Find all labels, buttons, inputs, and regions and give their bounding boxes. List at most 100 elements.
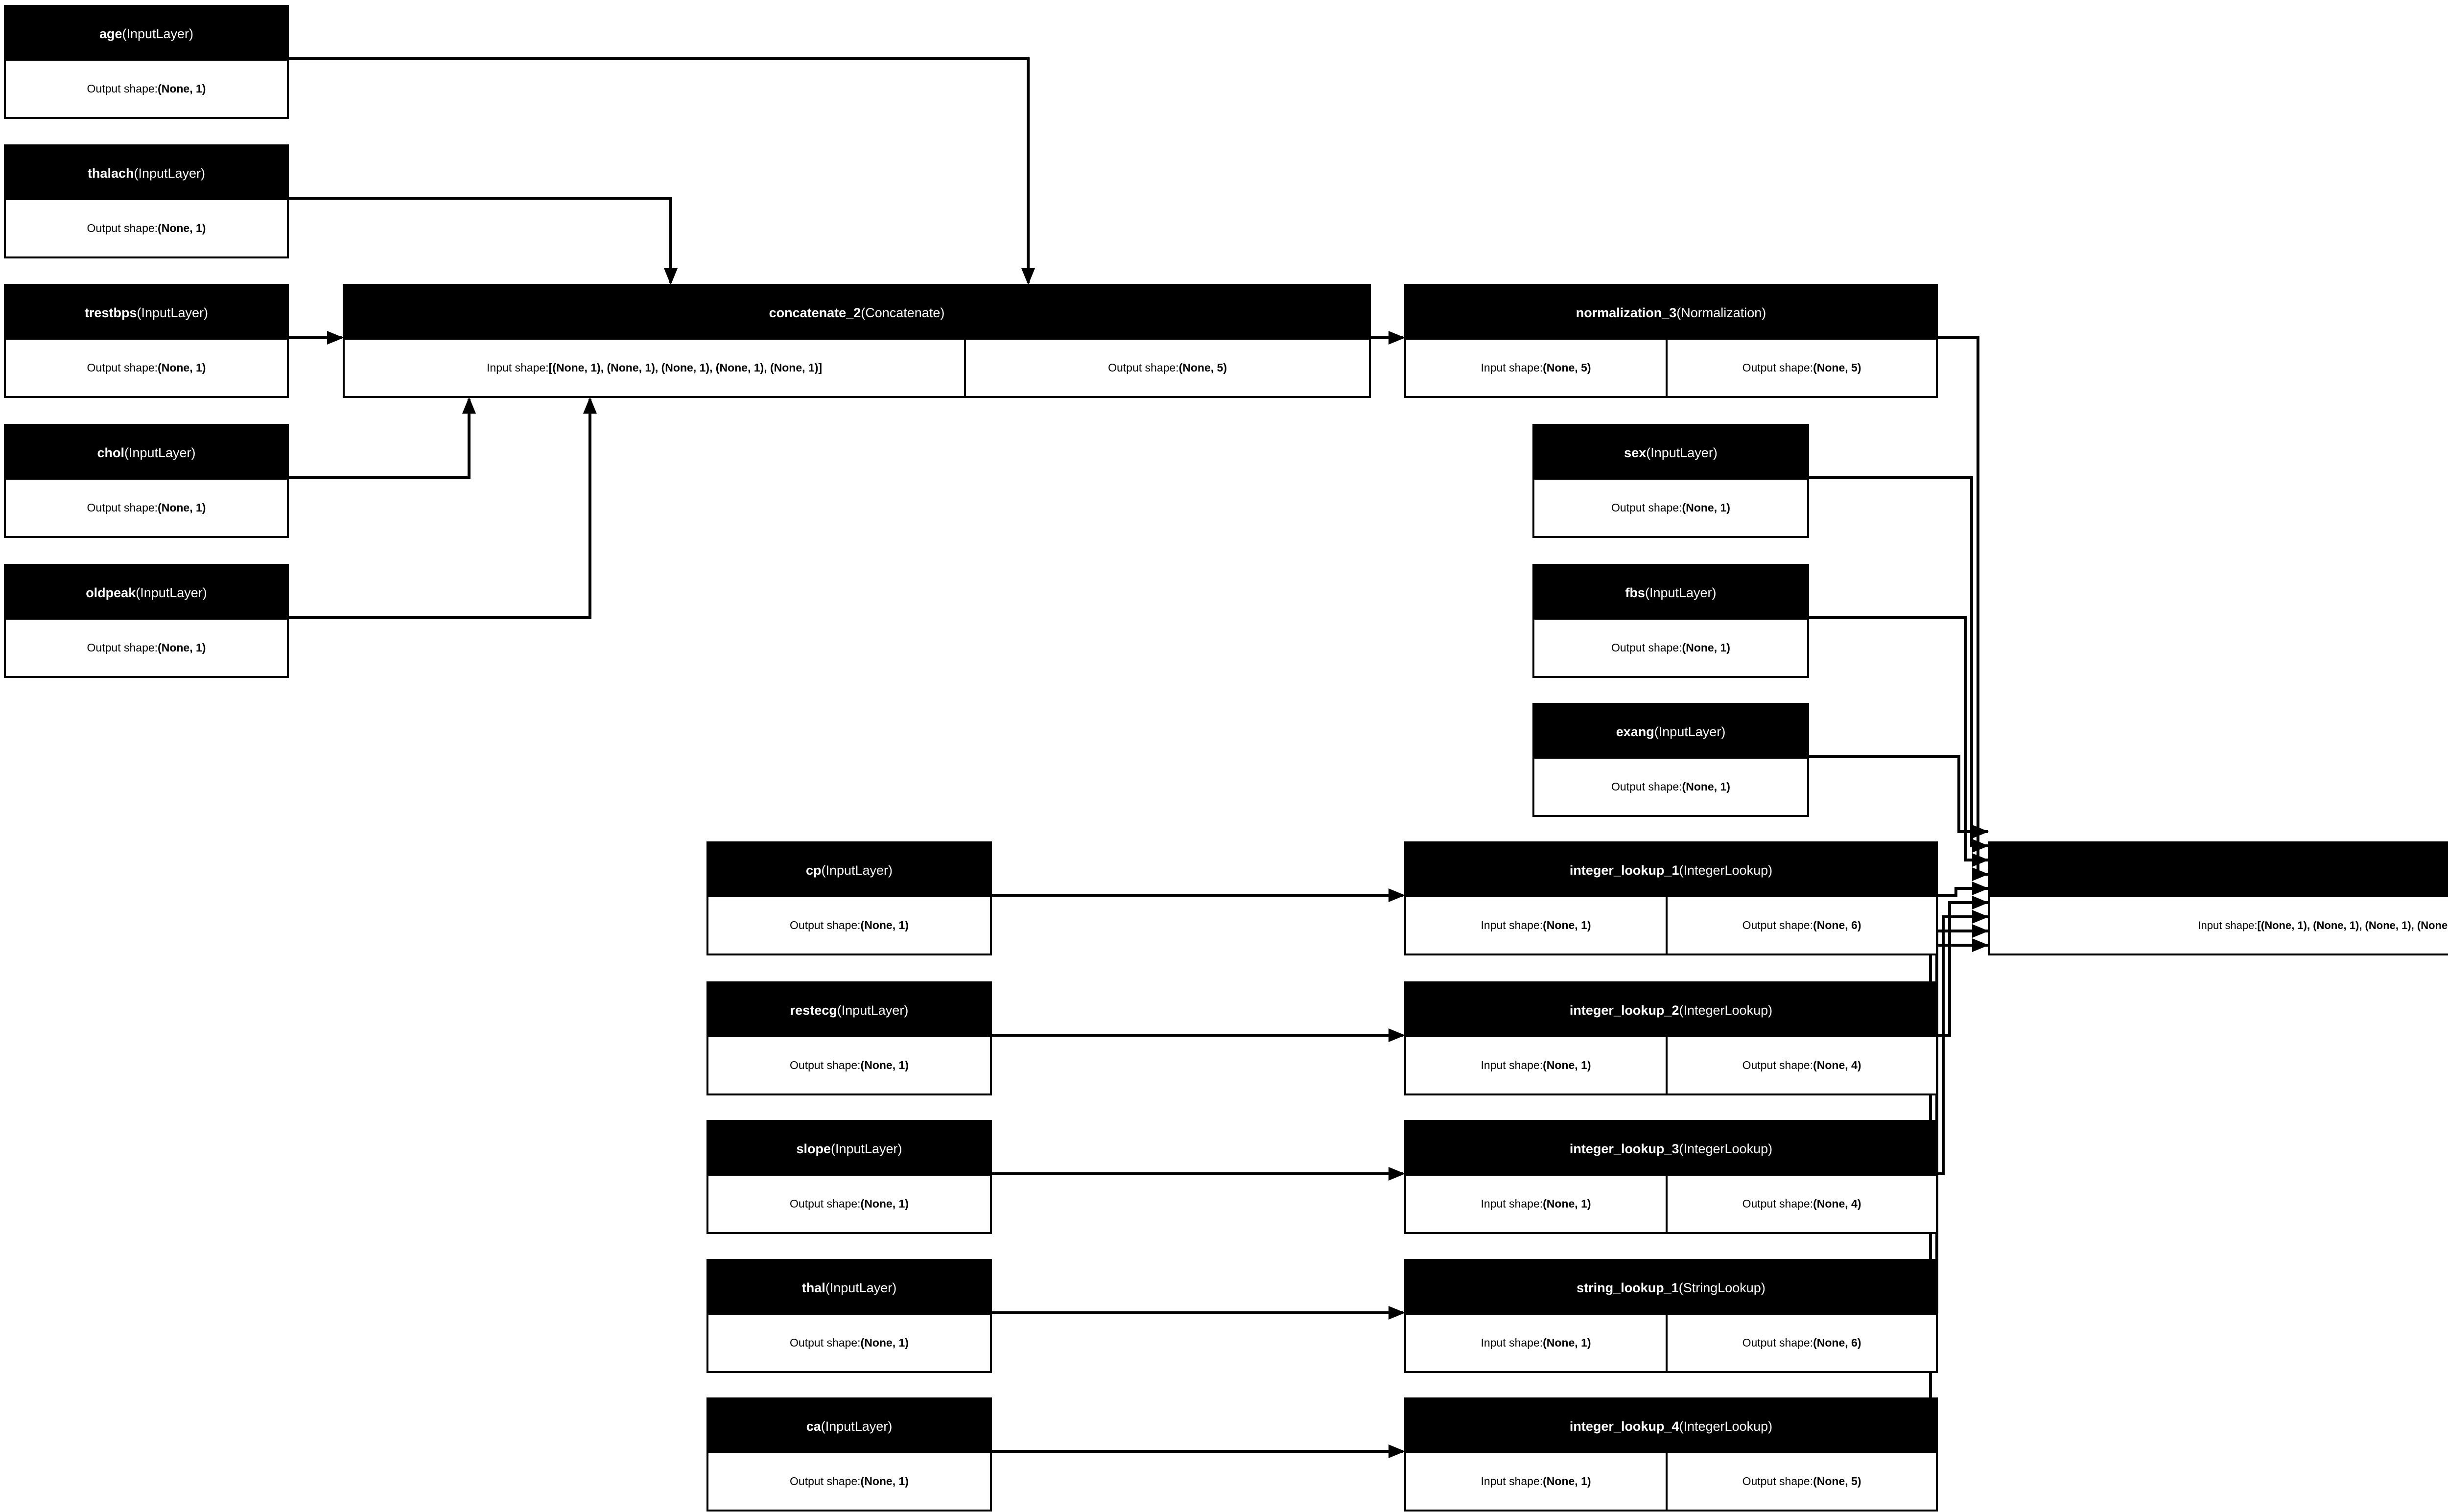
output-shape-cell-age: Output shape:(None, 1) — [6, 61, 287, 117]
layer-type-chol: (InputLayer) — [124, 445, 196, 460]
output-shape-label-thalach: Output shape: — [87, 222, 158, 234]
arrowhead-string_lookup_1-to-concatenate3 — [1972, 924, 1989, 938]
layer-node-string_lookup_1[interactable]: string_lookup_1(StringLookup)Input shape… — [1404, 1259, 1938, 1373]
input-shape-label-concatenate_3: Input shape: — [2198, 919, 2258, 931]
output-shape-cell-chol: Output shape:(None, 1) — [6, 480, 287, 536]
input-shape-cell-integer_lookup_1: Input shape:(None, 1) — [1406, 897, 1666, 954]
layer-node-normalization_3[interactable]: normalization_3(Normalization)Input shap… — [1404, 284, 1938, 398]
layer-node-body-normalization_3: Input shape:(None, 5)Output shape:(None,… — [1406, 340, 1936, 396]
layer-type-sex: (InputLayer) — [1646, 445, 1718, 460]
input-shape-value-integer_lookup_4: (None, 1) — [1543, 1475, 1591, 1488]
layer-node-oldpeak[interactable]: oldpeak(InputLayer)Output shape:(None, 1… — [4, 564, 289, 678]
layer-node-body-concatenate_3: Input shape:[(None, 1), (None, 1), (None… — [1990, 897, 2448, 954]
layer-node-cp[interactable]: cp(InputLayer)Output shape:(None, 1) — [706, 841, 992, 955]
layer-name-trestbps: trestbps — [84, 305, 137, 320]
layer-node-title-fbs: fbs(InputLayer) — [1534, 566, 1807, 620]
output-shape-cell-thal: Output shape:(None, 1) — [708, 1315, 990, 1371]
layer-node-thalach[interactable]: thalach(InputLayer)Output shape:(None, 1… — [4, 144, 289, 258]
layer-node-title-age: age(InputLayer) — [6, 7, 287, 61]
output-shape-cell-integer_lookup_4: Output shape:(None, 5) — [1668, 1453, 1936, 1510]
layer-name-sex: sex — [1624, 445, 1647, 460]
input-shape-value-integer_lookup_1: (None, 1) — [1543, 919, 1591, 931]
output-shape-cell-concatenate_2: Output shape:(None, 5) — [966, 340, 1369, 396]
input-shape-label-integer_lookup_1: Input shape: — [1481, 919, 1543, 931]
edge-integer_lookup_2-to-concatenate3 — [1938, 901, 1988, 1037]
layer-name-fbs: fbs — [1625, 585, 1645, 600]
layer-node-integer_lookup_1[interactable]: integer_lookup_1(IntegerLookup)Input sha… — [1404, 841, 1938, 955]
input-shape-label-integer_lookup_2: Input shape: — [1481, 1059, 1543, 1071]
layer-name-integer_lookup_2: integer_lookup_2 — [1569, 1002, 1679, 1018]
output-shape-cell-string_lookup_1: Output shape:(None, 6) — [1668, 1315, 1936, 1371]
input-shape-cell-concatenate_3: Input shape:[(None, 1), (None, 1), (None… — [1990, 897, 2448, 954]
output-shape-cell-exang: Output shape:(None, 1) — [1534, 759, 1807, 815]
output-shape-label-chol: Output shape: — [87, 501, 158, 514]
input-shape-value-string_lookup_1: (None, 1) — [1543, 1336, 1591, 1349]
input-shape-value-concatenate_3: [(None, 1), (None, 1), (None, 1), (None,… — [2257, 919, 2448, 931]
layer-node-integer_lookup_3[interactable]: integer_lookup_3(IntegerLookup)Input sha… — [1404, 1120, 1938, 1234]
layer-node-fbs[interactable]: fbs(InputLayer)Output shape:(None, 1) — [1532, 564, 1809, 678]
output-shape-cell-fbs: Output shape:(None, 1) — [1534, 620, 1807, 676]
layer-type-thal: (InputLayer) — [825, 1280, 897, 1295]
layer-node-title-restecg: restecg(InputLayer) — [708, 983, 990, 1037]
input-shape-cell-integer_lookup_3: Input shape:(None, 1) — [1406, 1176, 1666, 1232]
layer-node-age[interactable]: age(InputLayer)Output shape:(None, 1) — [4, 5, 289, 119]
layer-node-title-integer_lookup_4: integer_lookup_4(IntegerLookup) — [1406, 1399, 1936, 1453]
layer-name-thalach: thalach — [87, 165, 134, 181]
layer-node-title-integer_lookup_3: integer_lookup_3(IntegerLookup) — [1406, 1122, 1936, 1176]
edge-exang-to-concatenate3 — [1809, 755, 1988, 833]
layer-node-title-normalization_3: normalization_3(Normalization) — [1406, 286, 1936, 340]
layer-name-restecg: restecg — [790, 1002, 837, 1018]
layer-node-integer_lookup_4[interactable]: integer_lookup_4(IntegerLookup)Input sha… — [1404, 1397, 1938, 1512]
layer-node-body-slope: Output shape:(None, 1) — [708, 1176, 990, 1232]
output-shape-label-integer_lookup_3: Output shape: — [1742, 1197, 1813, 1210]
output-shape-value-integer_lookup_3: (None, 4) — [1813, 1197, 1861, 1210]
edge-age-to-concatenate2 — [289, 57, 1030, 283]
layer-node-slope[interactable]: slope(InputLayer)Output shape:(None, 1) — [706, 1120, 992, 1234]
layer-node-chol[interactable]: chol(InputLayer) Output shape:(None, 1) — [4, 424, 289, 538]
arrowhead-integer_lookup_3-to-concatenate3 — [1972, 910, 1989, 924]
output-shape-label-trestbps: Output shape: — [87, 361, 158, 374]
arrowhead-integer_lookup_1-to-concatenate3 — [1972, 882, 1989, 895]
layer-node-ca[interactable]: ca(InputLayer)Output shape:(None, 1) — [706, 1397, 992, 1512]
layer-name-chol: chol — [97, 445, 124, 460]
layer-node-body-fbs: Output shape:(None, 1) — [1534, 620, 1807, 676]
output-shape-cell-oldpeak: Output shape:(None, 1) — [6, 620, 287, 676]
arrowhead-cp-to-integer_lookup_1 — [1389, 888, 1405, 902]
output-shape-value-integer_lookup_2: (None, 4) — [1813, 1059, 1861, 1071]
layer-node-restecg[interactable]: restecg(InputLayer)Output shape:(None, 1… — [706, 981, 992, 1095]
layer-node-exang[interactable]: exang(InputLayer)Output shape:(None, 1) — [1532, 703, 1809, 817]
arrowhead-slope-to-integer_lookup_3 — [1389, 1167, 1405, 1181]
layer-type-age: (InputLayer) — [122, 26, 194, 41]
layer-node-integer_lookup_2[interactable]: integer_lookup_2(IntegerLookup)Input sha… — [1404, 981, 1938, 1095]
layer-node-title-integer_lookup_2: integer_lookup_2(IntegerLookup) — [1406, 983, 1936, 1037]
output-shape-label-integer_lookup_4: Output shape: — [1742, 1475, 1813, 1488]
edge-sex-to-concatenate3 — [1809, 476, 1988, 847]
output-shape-cell-normalization_3: Output shape:(None, 5) — [1668, 340, 1936, 396]
layer-name-ca: ca — [806, 1419, 821, 1434]
layer-node-title-thal: thal(InputLayer) — [708, 1261, 990, 1315]
output-shape-cell-integer_lookup_3: Output shape:(None, 4) — [1668, 1176, 1936, 1232]
output-shape-label-sex: Output shape: — [1611, 501, 1682, 514]
layer-name-slope: slope — [796, 1141, 831, 1156]
layer-node-title-concatenate_2: concatenate_2(Concatenate) — [345, 286, 1369, 340]
input-shape-value-normalization_3: (None, 5) — [1543, 361, 1591, 374]
output-shape-value-slope: (None, 1) — [860, 1197, 909, 1210]
layer-node-concatenate_3[interactable]: concatenate_3(Concatenate)Input shape:[(… — [1988, 841, 2448, 955]
layer-node-title-trestbps: trestbps(InputLayer) — [6, 286, 287, 340]
output-shape-value-thal: (None, 1) — [860, 1336, 909, 1349]
output-shape-label-string_lookup_1: Output shape: — [1742, 1336, 1813, 1349]
output-shape-cell-integer_lookup_1: Output shape:(None, 6) — [1668, 897, 1936, 954]
layer-node-thal[interactable]: thal(InputLayer)Output shape:(None, 1) — [706, 1259, 992, 1373]
edge-thalach-to-concatenate2 — [289, 197, 672, 283]
input-shape-cell-integer_lookup_2: Input shape:(None, 1) — [1406, 1037, 1666, 1093]
output-shape-value-chol: (None, 1) — [158, 501, 206, 514]
layer-node-concatenate_2[interactable]: concatenate_2(Concatenate)Input shape:[(… — [343, 284, 1371, 398]
output-shape-value-exang: (None, 1) — [1682, 780, 1730, 793]
output-shape-label-normalization_3: Output shape: — [1742, 361, 1813, 374]
output-shape-label-concatenate_2: Output shape: — [1108, 361, 1179, 374]
layer-node-body-cp: Output shape:(None, 1) — [708, 897, 990, 954]
layer-name-exang: exang — [1616, 724, 1654, 739]
layer-node-body-sex: Output shape:(None, 1) — [1534, 480, 1807, 536]
layer-node-trestbps[interactable]: trestbps(InputLayer)Output shape:(None, … — [4, 284, 289, 398]
layer-node-sex[interactable]: sex(InputLayer) Output shape:(None, 1) — [1532, 424, 1809, 538]
